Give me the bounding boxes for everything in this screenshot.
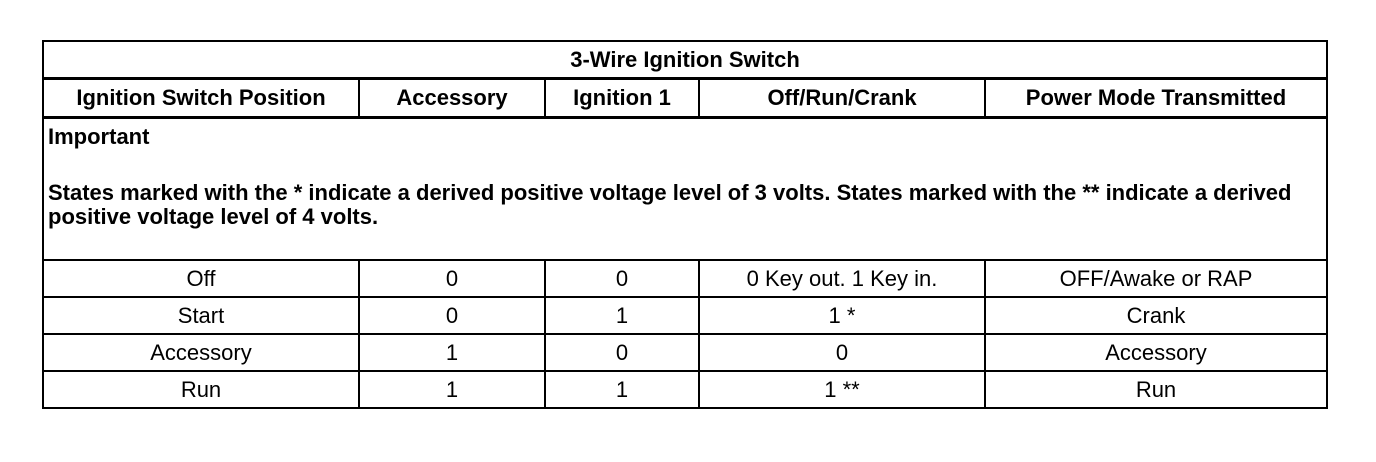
table-row: Run 1 1 1 ** Run (42, 370, 1328, 409)
header-accessory: Accessory (358, 77, 546, 119)
cell-ignition-1: 1 (544, 296, 700, 335)
ignition-switch-table: 3-Wire Ignition Switch Ignition Switch P… (42, 40, 1328, 409)
table-title-row: 3-Wire Ignition Switch (42, 40, 1328, 80)
table-title: 3-Wire Ignition Switch (42, 40, 1328, 80)
header-off-run-crank: Off/Run/Crank (698, 77, 986, 119)
cell-position: Start (42, 296, 360, 335)
table-header-row: Ignition Switch Position Accessory Ignit… (42, 77, 1328, 119)
cell-off-run-crank: 1 * (698, 296, 986, 335)
table-row: Off 0 0 0 Key out. 1 Key in. OFF/Awake o… (42, 259, 1328, 298)
header-power-mode-transmitted: Power Mode Transmitted (984, 77, 1328, 119)
cell-ignition-1: 0 (544, 333, 700, 372)
cell-power-mode: OFF/Awake or RAP (984, 259, 1328, 298)
header-ignition-switch-position: Ignition Switch Position (42, 77, 360, 119)
cell-ignition-1: 1 (544, 370, 700, 409)
cell-position: Run (42, 370, 360, 409)
cell-accessory: 0 (358, 259, 546, 298)
cell-ignition-1: 0 (544, 259, 700, 298)
note-title: Important (48, 124, 150, 149)
cell-off-run-crank: 1 ** (698, 370, 986, 409)
table-row: Start 0 1 1 * Crank (42, 296, 1328, 335)
important-note: Important States marked with the * indic… (42, 116, 1328, 261)
cell-power-mode: Accessory (984, 333, 1328, 372)
cell-power-mode: Crank (984, 296, 1328, 335)
important-note-row: Important States marked with the * indic… (42, 116, 1328, 261)
cell-off-run-crank: 0 Key out. 1 Key in. (698, 259, 986, 298)
cell-accessory: 0 (358, 296, 546, 335)
cell-off-run-crank: 0 (698, 333, 986, 372)
cell-power-mode: Run (984, 370, 1328, 409)
header-ignition-1: Ignition 1 (544, 77, 700, 119)
note-text: States marked with the * indicate a deri… (48, 180, 1292, 229)
cell-position: Off (42, 259, 360, 298)
table-row: Accessory 1 0 0 Accessory (42, 333, 1328, 372)
cell-accessory: 1 (358, 333, 546, 372)
cell-accessory: 1 (358, 370, 546, 409)
cell-position: Accessory (42, 333, 360, 372)
